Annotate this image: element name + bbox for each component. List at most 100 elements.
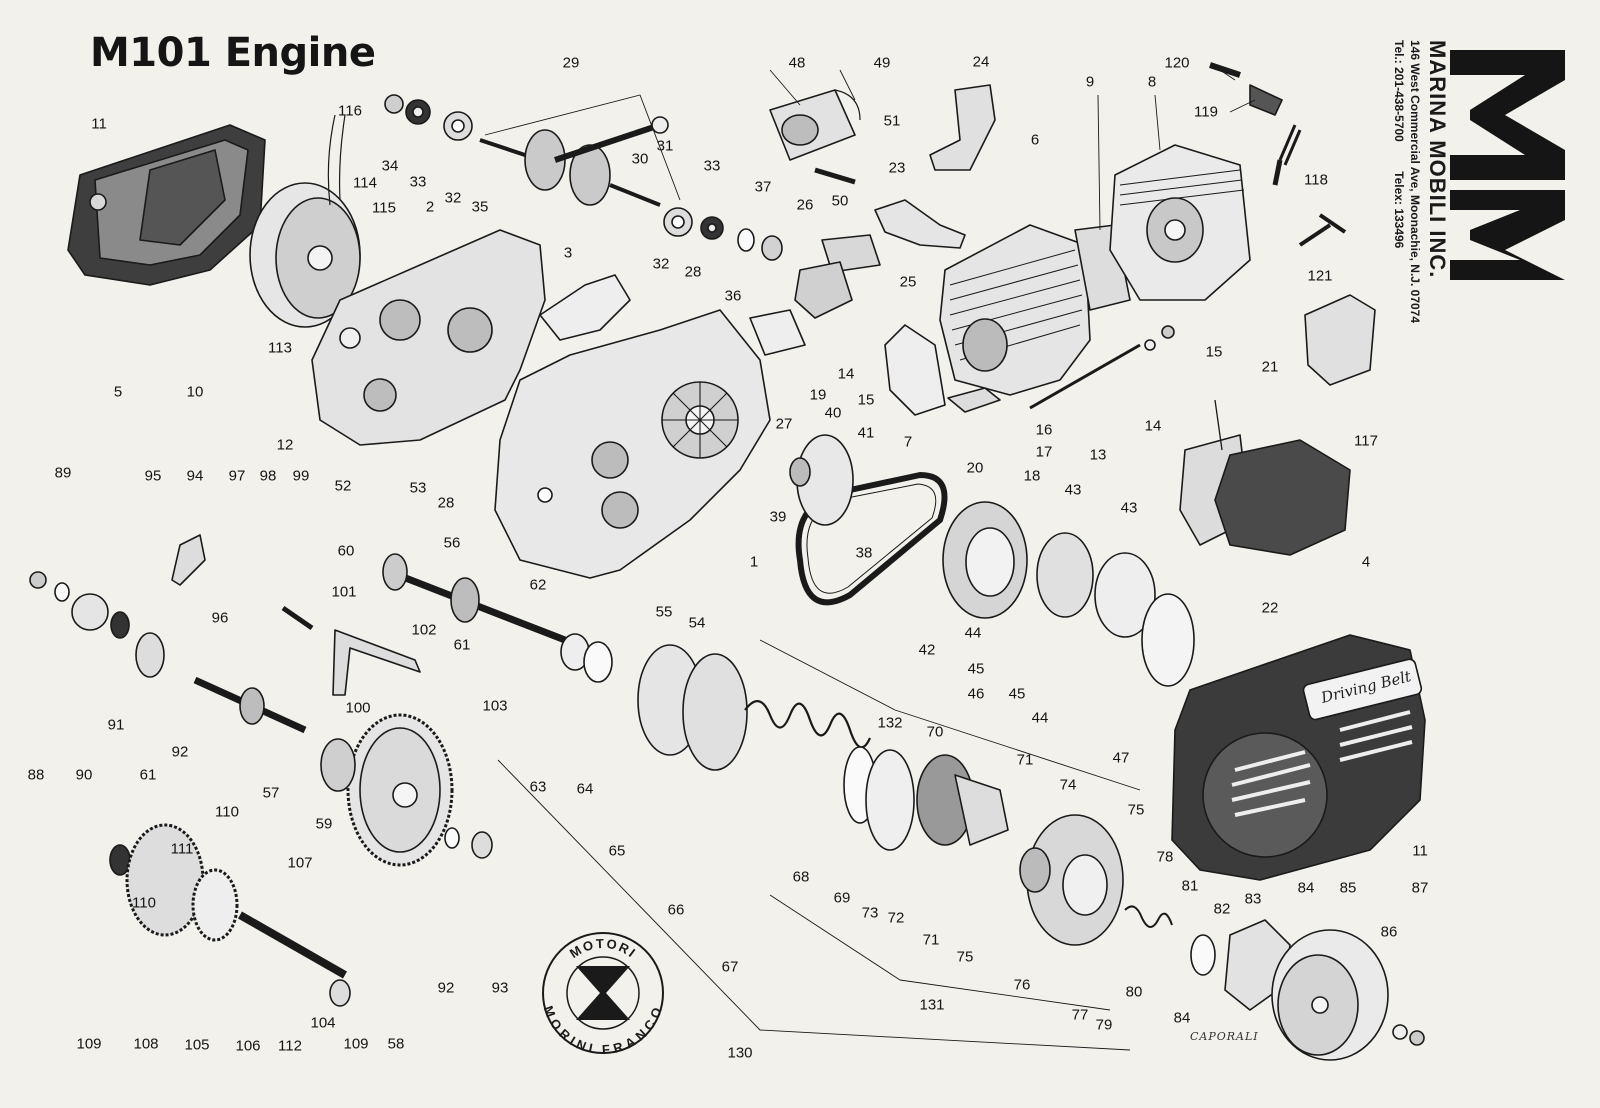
part-label-104: 104 [310,1014,336,1032]
part-label-61: 61 [139,766,157,784]
part-label-6: 6 [1030,131,1040,149]
part-label-15: 15 [857,391,875,409]
part-label-110: 110 [215,803,239,821]
washer-part-64 [583,641,613,683]
spring-part-80 [1124,905,1173,928]
part-label-91: 91 [107,716,125,734]
part-label-80: 80 [1125,983,1143,1001]
part-label-65: 65 [608,842,626,860]
cover-plate-part-47 [1141,593,1195,687]
part-label-84: 84 [1297,879,1315,897]
cylinder-part-6 [939,224,1091,396]
part-label-54: 54 [688,614,706,632]
part-label-86: 86 [1380,923,1398,941]
part-label-13: 13 [1089,446,1107,464]
brand-address: 146 West Commercial Ave, Moonachie, N.J.… [1408,40,1422,324]
part-label-53: 53 [409,479,427,497]
part-label-11: 11 [1412,842,1428,860]
part-label-106: 106 [235,1037,261,1055]
part-label-105: 105 [184,1036,210,1054]
hub-part-59 [320,738,356,792]
part-label-107: 107 [287,854,313,872]
gasket-part-3 [539,274,631,341]
part-label-8: 8 [1147,73,1157,91]
part-label-108: 108 [133,1035,159,1053]
part-label-43: 43 [1120,499,1138,517]
belt-cover-part-4 [1171,634,1426,881]
variator-disc-part-66 [682,653,748,771]
part-label-29: 29 [562,54,580,72]
part-label-79: 79 [1095,1016,1113,1034]
mm-monogram-icon [1450,50,1565,280]
cylinder-head-part-8 [1109,144,1251,301]
nut-part-87 [1409,1030,1425,1046]
sprocket-part-90 [71,593,109,631]
base-gasket-part-7 [884,324,946,416]
part-label-28: 28 [684,263,702,281]
airbox-part-22 [1214,439,1351,556]
part-label-78: 78 [1156,848,1174,866]
part-label-47: 47 [1112,749,1130,767]
part-label-84: 84 [1173,1009,1191,1027]
part-label-12: 12 [276,436,294,454]
part-label-45: 45 [1008,685,1026,703]
friction-plate-part-69 [865,749,915,851]
part-label-44: 44 [964,624,982,642]
part-label-117: 117 [1354,432,1378,450]
part-label-32: 32 [444,189,462,207]
nut-part-15 [1161,325,1175,339]
washer-part-92 [444,827,460,849]
part-label-3: 3 [563,244,573,262]
part-label-49: 49 [873,54,891,72]
part-label-96: 96 [211,609,229,627]
part-label-16: 16 [1035,421,1053,439]
decompressor-part-121 [1298,213,1347,247]
part-label-14: 14 [837,365,855,383]
part-label-60: 60 [337,542,355,560]
bearing-part-61 [135,632,165,678]
part-label-72: 72 [887,909,905,927]
part-label-94: 94 [186,467,204,485]
washer-part-86 [1392,1024,1408,1040]
part-label-76: 76 [1013,976,1031,994]
gear-part-76 [1019,847,1051,893]
part-label-2: 2 [425,198,435,216]
part-label-102: 102 [411,621,437,639]
bearings-parts-32-33-34 [384,94,783,261]
part-label-46: 46 [967,685,985,703]
washer-part-14 [1144,339,1156,351]
gasket-part-27 [749,309,806,356]
part-label-63: 63 [529,778,547,796]
part-label-99: 99 [292,467,310,485]
part-label-83: 83 [1244,890,1262,908]
part-label-116: 116 [338,102,362,120]
part-label-81: 81 [1181,877,1199,895]
part-label-36: 36 [724,287,742,305]
part-label-71: 71 [922,931,940,949]
brand-name: MARINA MOBILI INC. [1425,40,1450,279]
part-label-64: 64 [576,780,594,798]
part-label-34: 34 [381,157,399,175]
part-label-37: 37 [754,178,772,196]
part-label-61: 61 [453,636,471,654]
part-label-109: 109 [76,1035,102,1053]
reed-block-part-26 [794,261,853,319]
part-label-114: 114 [353,174,377,192]
crankcase-cover-part-5 [67,124,266,286]
clutch-shoes-part-71 [954,774,1009,846]
part-label-75: 75 [1127,801,1145,819]
part-label-55: 55 [655,603,673,621]
spark-plug-parts-118-120 [1209,62,1302,186]
part-label-24: 24 [972,53,990,71]
part-label-48: 48 [788,54,806,72]
clutch-plate-part-43 [1036,532,1094,618]
part-label-67: 67 [721,958,739,976]
part-label-120: 120 [1164,54,1190,72]
pedal-shaft-part-106 [238,911,347,979]
part-label-89: 89 [54,464,72,482]
part-label-22: 22 [1261,599,1279,617]
manifold-part-24 [929,84,996,171]
part-label-131: 131 [919,996,945,1014]
part-label-92: 92 [437,979,455,997]
